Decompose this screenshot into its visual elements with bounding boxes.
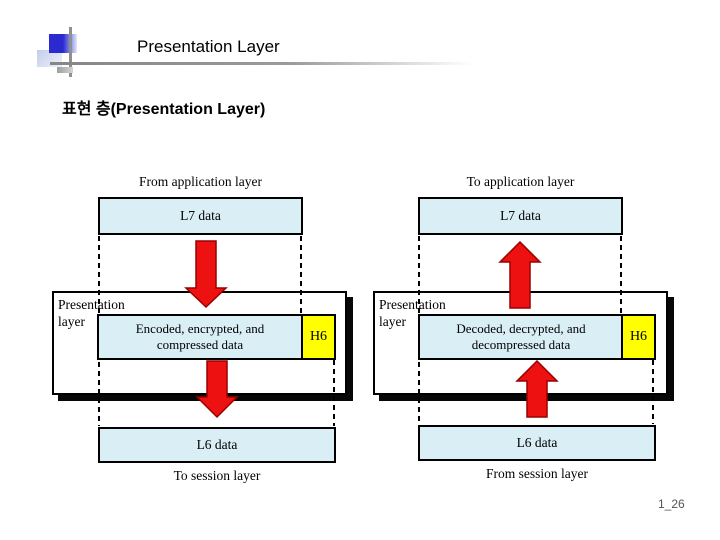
- h6-header-box: H6: [301, 314, 336, 360]
- up-arrow-icon: [498, 241, 542, 309]
- l6-data-box: L6 data: [98, 427, 336, 463]
- slide-title: Presentation Layer: [137, 37, 280, 56]
- l7-data-box: L7 data: [418, 197, 623, 235]
- h6-label: H6: [309, 329, 328, 344]
- presentation-layer-label: Presentation layer: [379, 297, 446, 329]
- from-session-label: From session layer: [486, 466, 588, 481]
- slide-subtitle: 표현 층(Presentation Layer): [62, 101, 266, 118]
- h6-header-box: H6: [621, 314, 656, 360]
- dashed-guide-line: [300, 236, 302, 314]
- title-underline: [50, 62, 490, 65]
- to-session-label: To session layer: [173, 468, 261, 483]
- decoded-data-line2: decompressed data: [471, 337, 571, 352]
- l7-data-label: L7 data: [180, 208, 221, 223]
- down-arrow-icon: [195, 360, 239, 419]
- dashed-guide-line: [620, 236, 622, 314]
- l6-data-box: L6 data: [418, 425, 656, 461]
- l7-data-box: L7 data: [98, 197, 303, 235]
- encoded-data-line1: Encoded, encrypted, and: [135, 321, 265, 336]
- decoded-data-box: Decoded, decrypted, and decompressed dat…: [418, 314, 624, 360]
- down-arrow-icon: [184, 240, 228, 309]
- deco-vertical-line: [69, 27, 72, 77]
- dashed-guide-line: [652, 360, 654, 424]
- deco-gray-chip: [57, 67, 73, 73]
- decoded-data-line1: Decoded, decrypted, and: [456, 321, 586, 336]
- h6-label: H6: [629, 329, 648, 344]
- presentation-layer-label: Presentation layer: [58, 297, 125, 329]
- encoded-data-line2: compressed data: [156, 337, 244, 352]
- to-application-label: To application layer: [466, 174, 575, 189]
- l7-data-label: L7 data: [500, 208, 541, 223]
- l6-data-label: L6 data: [516, 435, 558, 450]
- l6-data-label: L6 data: [196, 437, 238, 452]
- up-arrow-icon: [515, 360, 559, 418]
- dashed-guide-line: [333, 360, 335, 426]
- encoded-data-box: Encoded, encrypted, and compressed data: [97, 314, 303, 360]
- page-number: 1_26: [658, 497, 685, 511]
- from-application-label: From application layer: [139, 174, 262, 189]
